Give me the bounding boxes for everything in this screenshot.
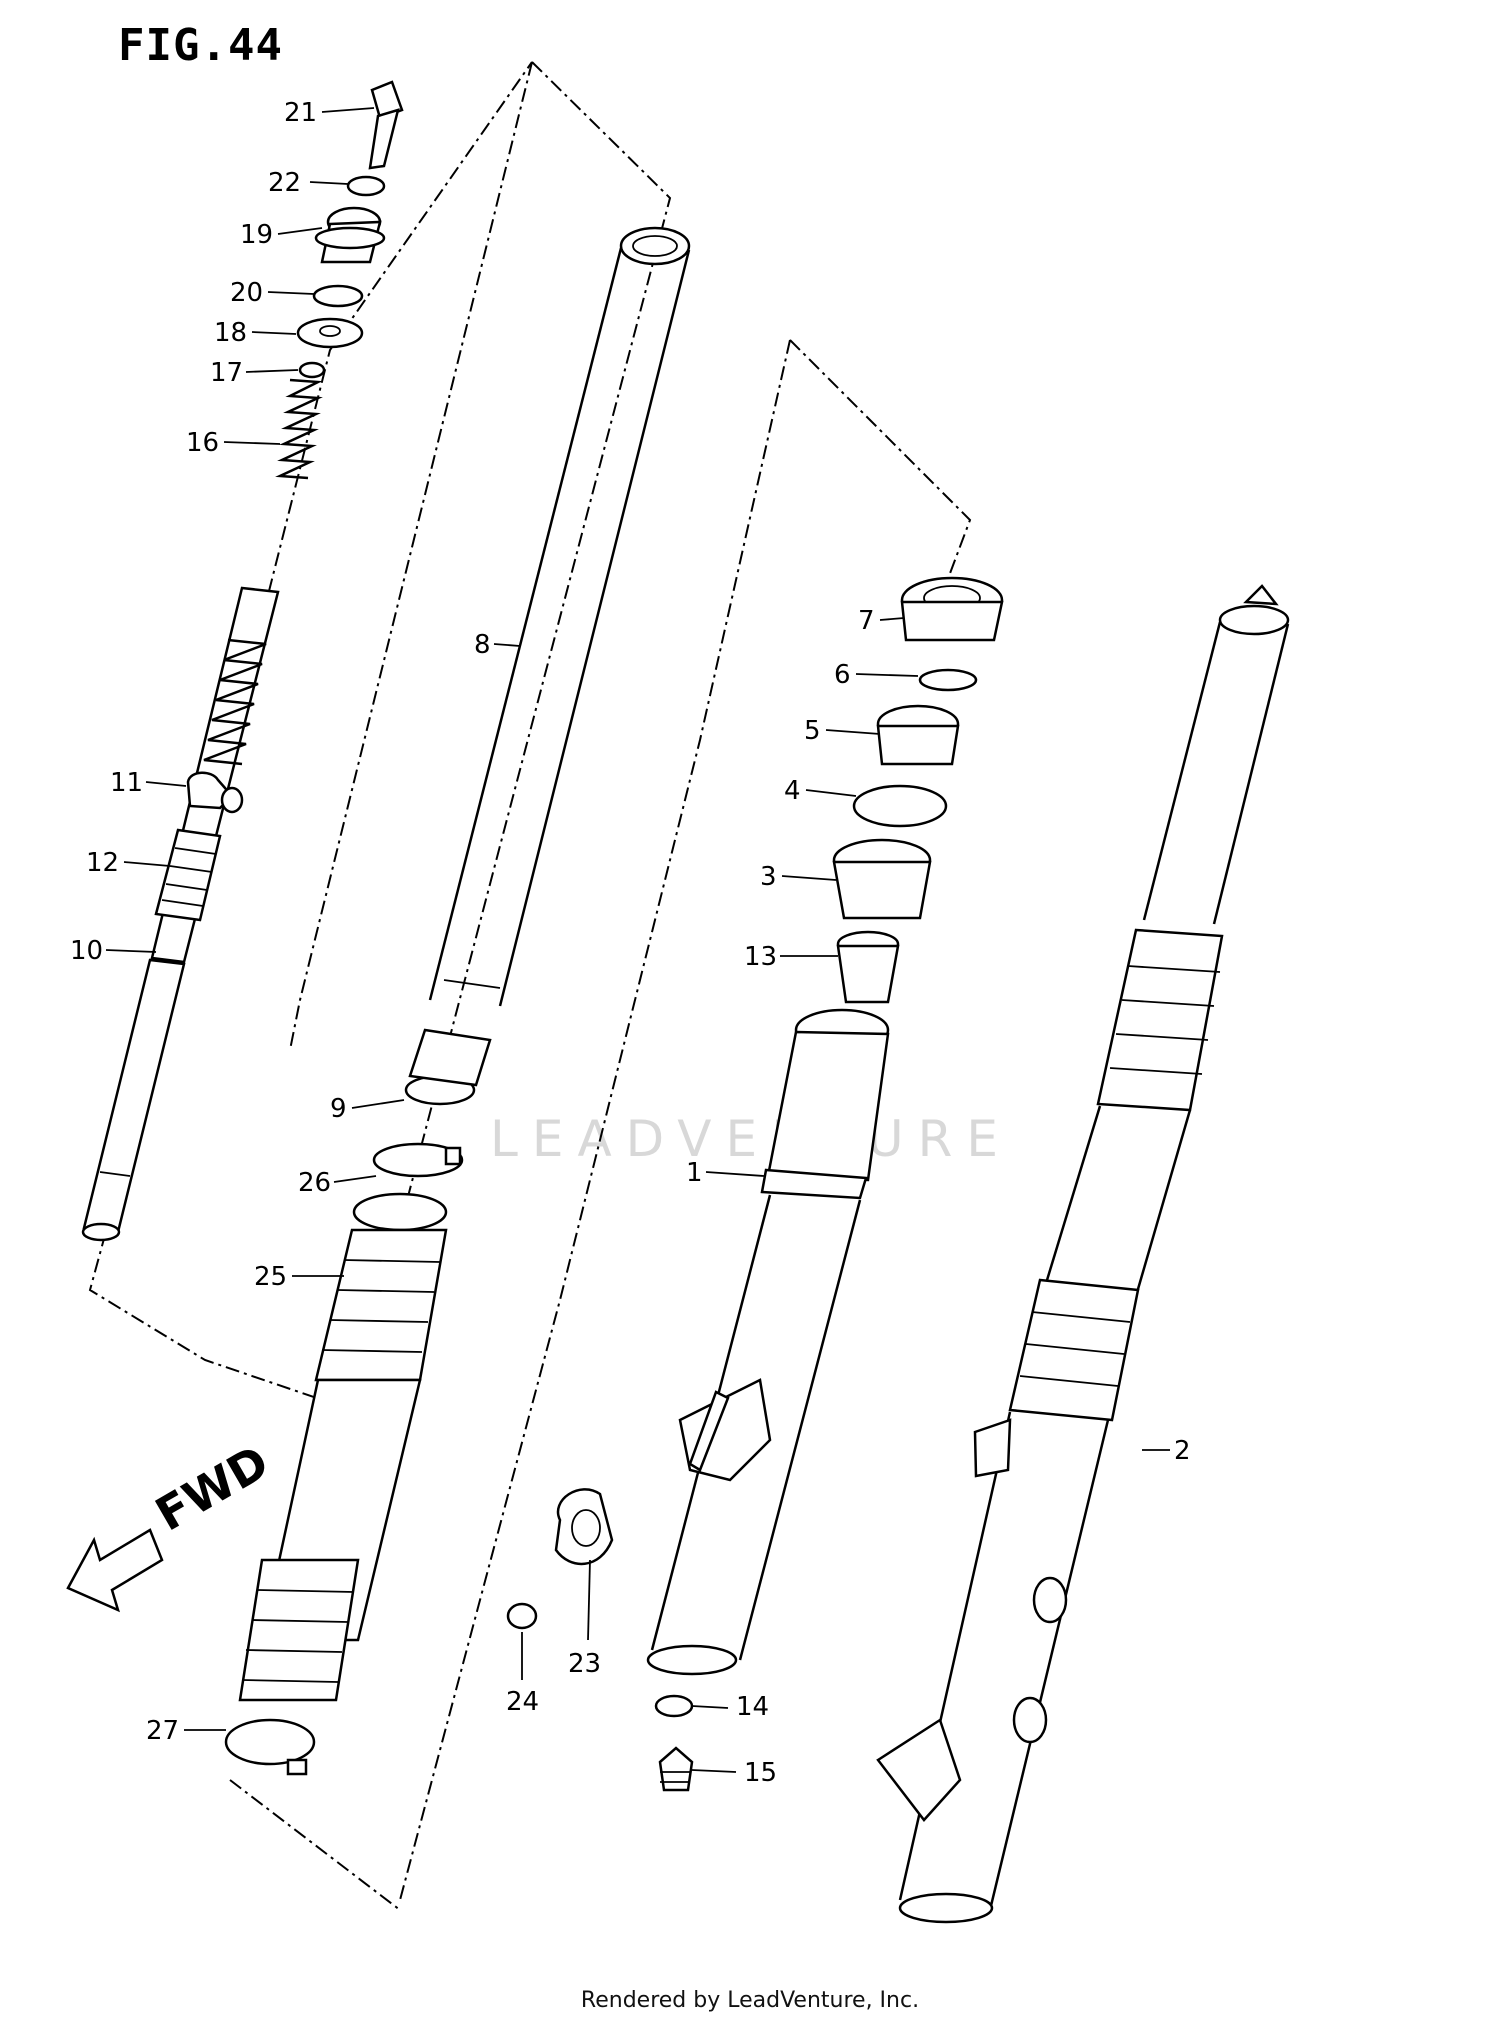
fwd-label: FWD xyxy=(147,1435,278,1542)
part-4-washer xyxy=(852,784,948,828)
part-11-piston xyxy=(186,771,244,814)
callout-6: 6 xyxy=(834,660,851,690)
footer-credit: Rendered by LeadVenture, Inc. xyxy=(580,1988,920,2013)
callout-4: 4 xyxy=(784,776,801,806)
part-13-bushing xyxy=(836,930,900,1004)
part-26-clamp xyxy=(372,1142,464,1178)
part-18-spacer xyxy=(296,317,364,349)
callout-5: 5 xyxy=(804,716,821,746)
callout-21: 21 xyxy=(284,98,317,128)
callout-26: 26 xyxy=(298,1168,331,1198)
callout-20: 20 xyxy=(230,278,263,308)
part-24-nut xyxy=(506,1602,538,1630)
part-21-cap-bolt xyxy=(368,80,404,170)
callout-25: 25 xyxy=(254,1262,287,1292)
callout-3: 3 xyxy=(760,862,777,892)
watermark: LEADVENTURE xyxy=(490,1110,1012,1168)
part-spring-lower xyxy=(203,638,267,766)
part-5-washer xyxy=(876,704,960,766)
callout-23: 23 xyxy=(568,1649,601,1679)
part-8-inner-tube xyxy=(428,226,691,1007)
part-7-oil-seal xyxy=(900,576,1004,642)
callout-1: 1 xyxy=(686,1158,703,1188)
callout-18: 18 xyxy=(214,318,247,348)
part-23-axle-holder xyxy=(554,1488,614,1566)
part-14-washer xyxy=(654,1694,694,1718)
callout-15: 15 xyxy=(744,1758,777,1788)
part-19-spring-cap xyxy=(314,206,386,264)
callout-8: 8 xyxy=(474,630,491,660)
callout-9: 9 xyxy=(330,1094,347,1124)
callout-19: 19 xyxy=(240,220,273,250)
assembly-outline-right xyxy=(229,339,972,1911)
callout-leaders xyxy=(105,107,1170,1773)
assembly-outline-left xyxy=(88,61,672,1412)
part-27-band-clamp xyxy=(224,1718,316,1776)
callout-17: 17 xyxy=(210,358,243,388)
part-1-outer-tube xyxy=(646,1008,890,1676)
part-3-bushing xyxy=(832,838,932,920)
callout-12: 12 xyxy=(86,848,119,878)
callout-24: 24 xyxy=(506,1687,539,1717)
part-22-o-ring xyxy=(346,175,386,197)
part-6-clip xyxy=(918,668,978,692)
callout-7: 7 xyxy=(858,606,875,636)
part-12-rod-rings xyxy=(154,828,222,922)
callout-10: 10 xyxy=(70,936,103,966)
part-8-tube-lower xyxy=(408,1028,492,1087)
callout-16: 16 xyxy=(186,428,219,458)
figure-title: FIG.44 xyxy=(118,20,283,71)
callout-13: 13 xyxy=(744,942,777,972)
callout-11: 11 xyxy=(110,768,143,798)
fwd-arrow-icon xyxy=(66,1528,164,1613)
callout-22: 22 xyxy=(268,168,301,198)
part-16-spring xyxy=(275,378,323,480)
part-2-right-fork-leg xyxy=(876,584,1290,1924)
part-25-dust-boot xyxy=(238,1192,448,1702)
part-15-drain-bolt xyxy=(658,1746,694,1792)
callout-2: 2 xyxy=(1174,1436,1191,1466)
part-17-ring xyxy=(298,361,326,379)
part-20-washer xyxy=(312,284,364,308)
callout-14: 14 xyxy=(736,1692,769,1722)
callout-27: 27 xyxy=(146,1716,179,1746)
